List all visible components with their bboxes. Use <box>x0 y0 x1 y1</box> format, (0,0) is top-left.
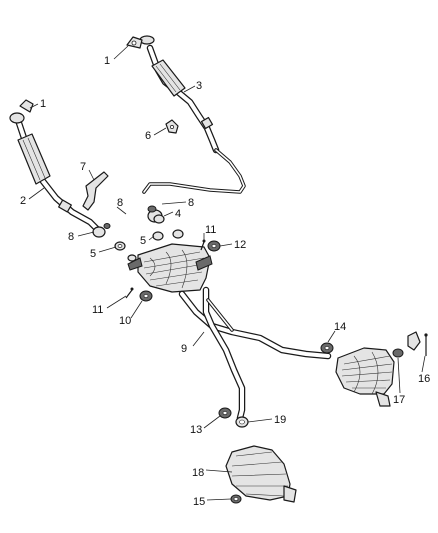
isolator-10 <box>139 290 153 302</box>
support-bracket <box>82 171 109 211</box>
callout-6: 6 <box>145 130 151 142</box>
callout-1-left: 1 <box>40 98 46 110</box>
isolator-15 <box>230 494 242 504</box>
hanger-bracket <box>165 119 179 134</box>
callout-4: 4 <box>175 208 181 220</box>
intermediate-pipe <box>178 286 332 422</box>
hanger-16 <box>407 331 428 356</box>
bolt-11-lower <box>125 287 134 299</box>
callout-8-right: 8 <box>188 197 194 209</box>
callout-18: 18 <box>192 467 204 479</box>
pipe-clamp-19 <box>235 416 249 428</box>
callout-16: 16 <box>418 373 430 385</box>
callout-13: 13 <box>190 424 202 436</box>
callout-12: 12 <box>234 239 246 251</box>
callout-5-left: 5 <box>90 248 96 260</box>
callout-8-upper: 8 <box>117 197 123 209</box>
isolator-left <box>114 241 126 251</box>
callout-10: 10 <box>119 315 131 327</box>
clamp-connector <box>147 205 165 224</box>
callout-1-top: 1 <box>104 55 110 67</box>
right-muffler <box>335 347 395 407</box>
leader-lines <box>28 45 426 501</box>
thin-crossover-pipe <box>142 148 246 194</box>
callout-15: 15 <box>193 496 205 508</box>
callout-3: 3 <box>196 80 202 92</box>
isolator-14 <box>320 342 334 354</box>
callout-14: 14 <box>334 321 346 333</box>
callout-19: 19 <box>274 414 286 426</box>
gasket-right <box>126 36 143 49</box>
isolator-center <box>152 231 164 241</box>
callout-9: 9 <box>181 343 187 355</box>
isolator-12 <box>207 240 221 252</box>
gasket-left <box>19 99 34 113</box>
isolator-13 <box>218 407 232 419</box>
left-muffler <box>225 445 297 503</box>
callout-2: 2 <box>20 195 26 207</box>
resonator-crossover-assembly <box>127 229 213 293</box>
callout-11-upper: 11 <box>205 224 216 236</box>
right-front-pipe-converter <box>139 35 220 154</box>
isolator-17 <box>392 348 404 358</box>
callout-7: 7 <box>80 161 86 173</box>
callout-5-right: 5 <box>140 235 146 247</box>
callout-17: 17 <box>393 394 405 406</box>
callout-11-lower: 11 <box>92 304 103 316</box>
left-front-pipe-converter <box>9 112 104 236</box>
callout-8-left: 8 <box>68 231 74 243</box>
